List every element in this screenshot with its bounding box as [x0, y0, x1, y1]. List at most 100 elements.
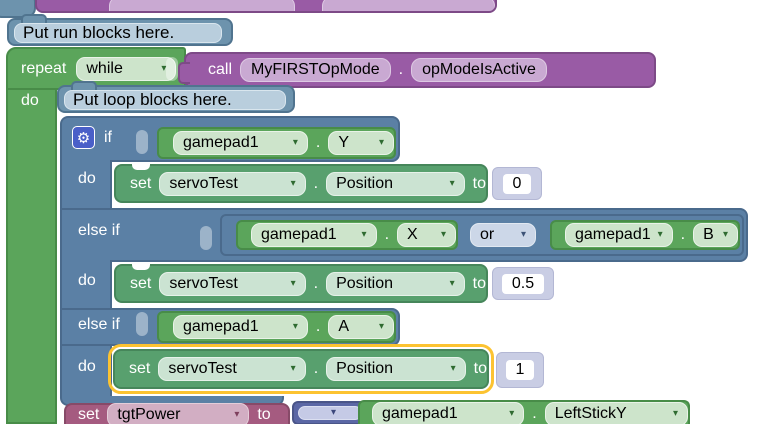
set-label: set	[130, 174, 152, 192]
logic-or-block[interactable]: gamepad1▾ . X▾ or▾ gamepad1▾ . B▾	[220, 214, 744, 256]
if-block-body[interactable]	[60, 260, 112, 310]
dropdown-arrow-icon: ▾	[449, 177, 455, 189]
value-socket	[136, 130, 148, 154]
block-notch	[132, 264, 150, 270]
number-input[interactable]: 0	[502, 173, 532, 194]
gamepad-device-dropdown[interactable]: gamepad1▾	[565, 223, 673, 247]
set-label: set	[129, 360, 151, 377]
value-socket	[136, 312, 148, 336]
comment-block-loop[interactable]: Put loop blocks here.	[57, 81, 295, 113]
gamepad-leftsticky-block[interactable]: gamepad1▾ . LeftStickY▾	[358, 400, 690, 424]
call-object-field[interactable]: MyFIRSTOpMode	[240, 58, 391, 82]
dropdown-arrow-icon: ▾	[161, 62, 167, 74]
repeat-label: repeat	[21, 59, 67, 77]
dropdown-arrow-icon: ▾	[449, 277, 455, 289]
if-do-label: do	[78, 272, 96, 289]
gamepad-device-dropdown[interactable]: gamepad1▾	[173, 315, 308, 339]
gamepad-button-dropdown[interactable]: B▾	[693, 223, 738, 247]
number-input[interactable]: 0.5	[501, 273, 545, 294]
block-notch	[21, 14, 47, 24]
dropdown-arrow-icon: ▾	[378, 137, 384, 148]
servo-device-dropdown[interactable]: servoTest▾	[158, 357, 306, 381]
dropdown-arrow-icon: ▾	[292, 137, 298, 148]
number-input[interactable]: 1	[505, 360, 535, 380]
servo-device-dropdown[interactable]: servoTest▾	[159, 271, 306, 296]
dropdown-arrow-icon: ▾	[290, 277, 296, 289]
dropdown-arrow-icon: ▾	[722, 229, 728, 240]
gamepad-button-dropdown[interactable]: X▾	[397, 223, 456, 247]
dropdown-arrow-icon: ▾	[330, 407, 337, 418]
partial-block-top-purple[interactable]	[35, 0, 497, 13]
if-block-body[interactable]	[60, 160, 112, 208]
set-servo-position-block-selected[interactable]: set servoTest▾ . Position▾ to	[108, 344, 494, 394]
block-notch	[132, 164, 150, 170]
call-method-field[interactable]: opModeIsActive	[411, 58, 547, 82]
if-label: if	[104, 129, 112, 146]
gamepad-device-dropdown[interactable]: gamepad1▾	[372, 401, 525, 424]
comment-block-run[interactable]: Put run blocks here.	[7, 14, 233, 46]
if-do-label: do	[78, 358, 96, 375]
comment-text-field[interactable]: Put run blocks here.	[14, 23, 222, 43]
servo-property-dropdown[interactable]: Position▾	[326, 171, 465, 196]
number-shadow-block[interactable]: 0.5	[492, 267, 554, 300]
servo-device-dropdown[interactable]: servoTest▾	[159, 171, 306, 196]
partial-block-top-left[interactable]	[0, 0, 36, 18]
math-dropdown-block[interactable]: ▾	[292, 401, 368, 424]
gamepad-a-block[interactable]: gamepad1▾ . A▾	[157, 311, 396, 343]
dropdown-arrow-icon: ▾	[509, 407, 515, 419]
gamepad-button-dropdown[interactable]: Y▾	[328, 131, 394, 155]
repeat-do-label: do	[21, 92, 39, 109]
repeat-mode-dropdown[interactable]: while▾	[76, 56, 177, 81]
gamepad-button-dropdown[interactable]: A▾	[328, 315, 394, 339]
separator-dot: .	[313, 174, 319, 192]
dropdown-arrow-icon: ▾	[234, 409, 240, 420]
left-connector-tab	[178, 62, 190, 84]
dropdown-arrow-icon: ▾	[290, 177, 296, 189]
value-socket	[200, 226, 212, 250]
set-tgtpower-block[interactable]: set tgtPower▾ to	[64, 403, 290, 424]
separator-dot: .	[680, 226, 686, 243]
call-label: call	[208, 61, 233, 78]
dropdown-arrow-icon: ▾	[450, 363, 456, 374]
to-label: to	[473, 360, 487, 377]
number-shadow-block[interactable]: 1	[496, 352, 544, 388]
partial-field[interactable]	[109, 0, 295, 11]
math-operator-dropdown[interactable]: ▾	[298, 406, 362, 420]
or-operator-dropdown[interactable]: or▾	[470, 223, 536, 247]
number-shadow-block[interactable]: 0	[492, 167, 542, 200]
dropdown-arrow-icon: ▾	[378, 321, 384, 332]
block-notch	[71, 81, 97, 91]
comment-text-field[interactable]: Put loop blocks here.	[64, 90, 286, 110]
mutator-gear-icon[interactable]: ⚙	[72, 126, 95, 149]
separator-dot: .	[313, 274, 319, 292]
else-if-label: else if	[78, 222, 120, 239]
gamepad-device-dropdown[interactable]: gamepad1▾	[251, 223, 377, 247]
servo-property-dropdown[interactable]: Position▾	[326, 357, 466, 381]
variable-dropdown[interactable]: tgtPower▾	[107, 403, 250, 424]
gamepad-stick-dropdown[interactable]: LeftStickY▾	[544, 401, 688, 424]
gamepad-y-block[interactable]: gamepad1▾ . Y▾	[157, 127, 396, 159]
partial-field[interactable]	[322, 0, 495, 11]
separator-dot: .	[315, 134, 321, 151]
to-label: to	[472, 274, 486, 292]
gamepad-x-block[interactable]: gamepad1▾ . X▾	[236, 220, 458, 250]
dropdown-arrow-icon: ▾	[290, 363, 296, 374]
else-if-label: else if	[78, 316, 120, 333]
dropdown-arrow-icon: ▾	[440, 229, 446, 240]
set-label: set	[78, 406, 100, 423]
dropdown-arrow-icon: ▾	[361, 229, 367, 240]
to-label: to	[472, 174, 486, 192]
if-block-body[interactable]	[60, 346, 112, 396]
dropdown-arrow-icon: ▾	[672, 407, 678, 419]
servo-property-dropdown[interactable]: Position▾	[326, 271, 465, 296]
repeat-block-body[interactable]	[6, 90, 57, 424]
gamepad-b-block[interactable]: gamepad1▾ . B▾	[550, 220, 740, 250]
set-servo-position-block[interactable]: set servoTest▾ . Position▾ to	[114, 164, 488, 203]
set-servo-position-block[interactable]: set servoTest▾ . Position▾ to	[114, 264, 488, 303]
if-do-label: do	[78, 170, 96, 187]
call-opmode-is-active-block[interactable]: call MyFIRSTOpMode . opModeIsActive	[178, 52, 656, 88]
to-label: to	[257, 406, 271, 423]
separator-dot: .	[532, 404, 537, 422]
gamepad-device-dropdown[interactable]: gamepad1▾	[173, 131, 308, 155]
